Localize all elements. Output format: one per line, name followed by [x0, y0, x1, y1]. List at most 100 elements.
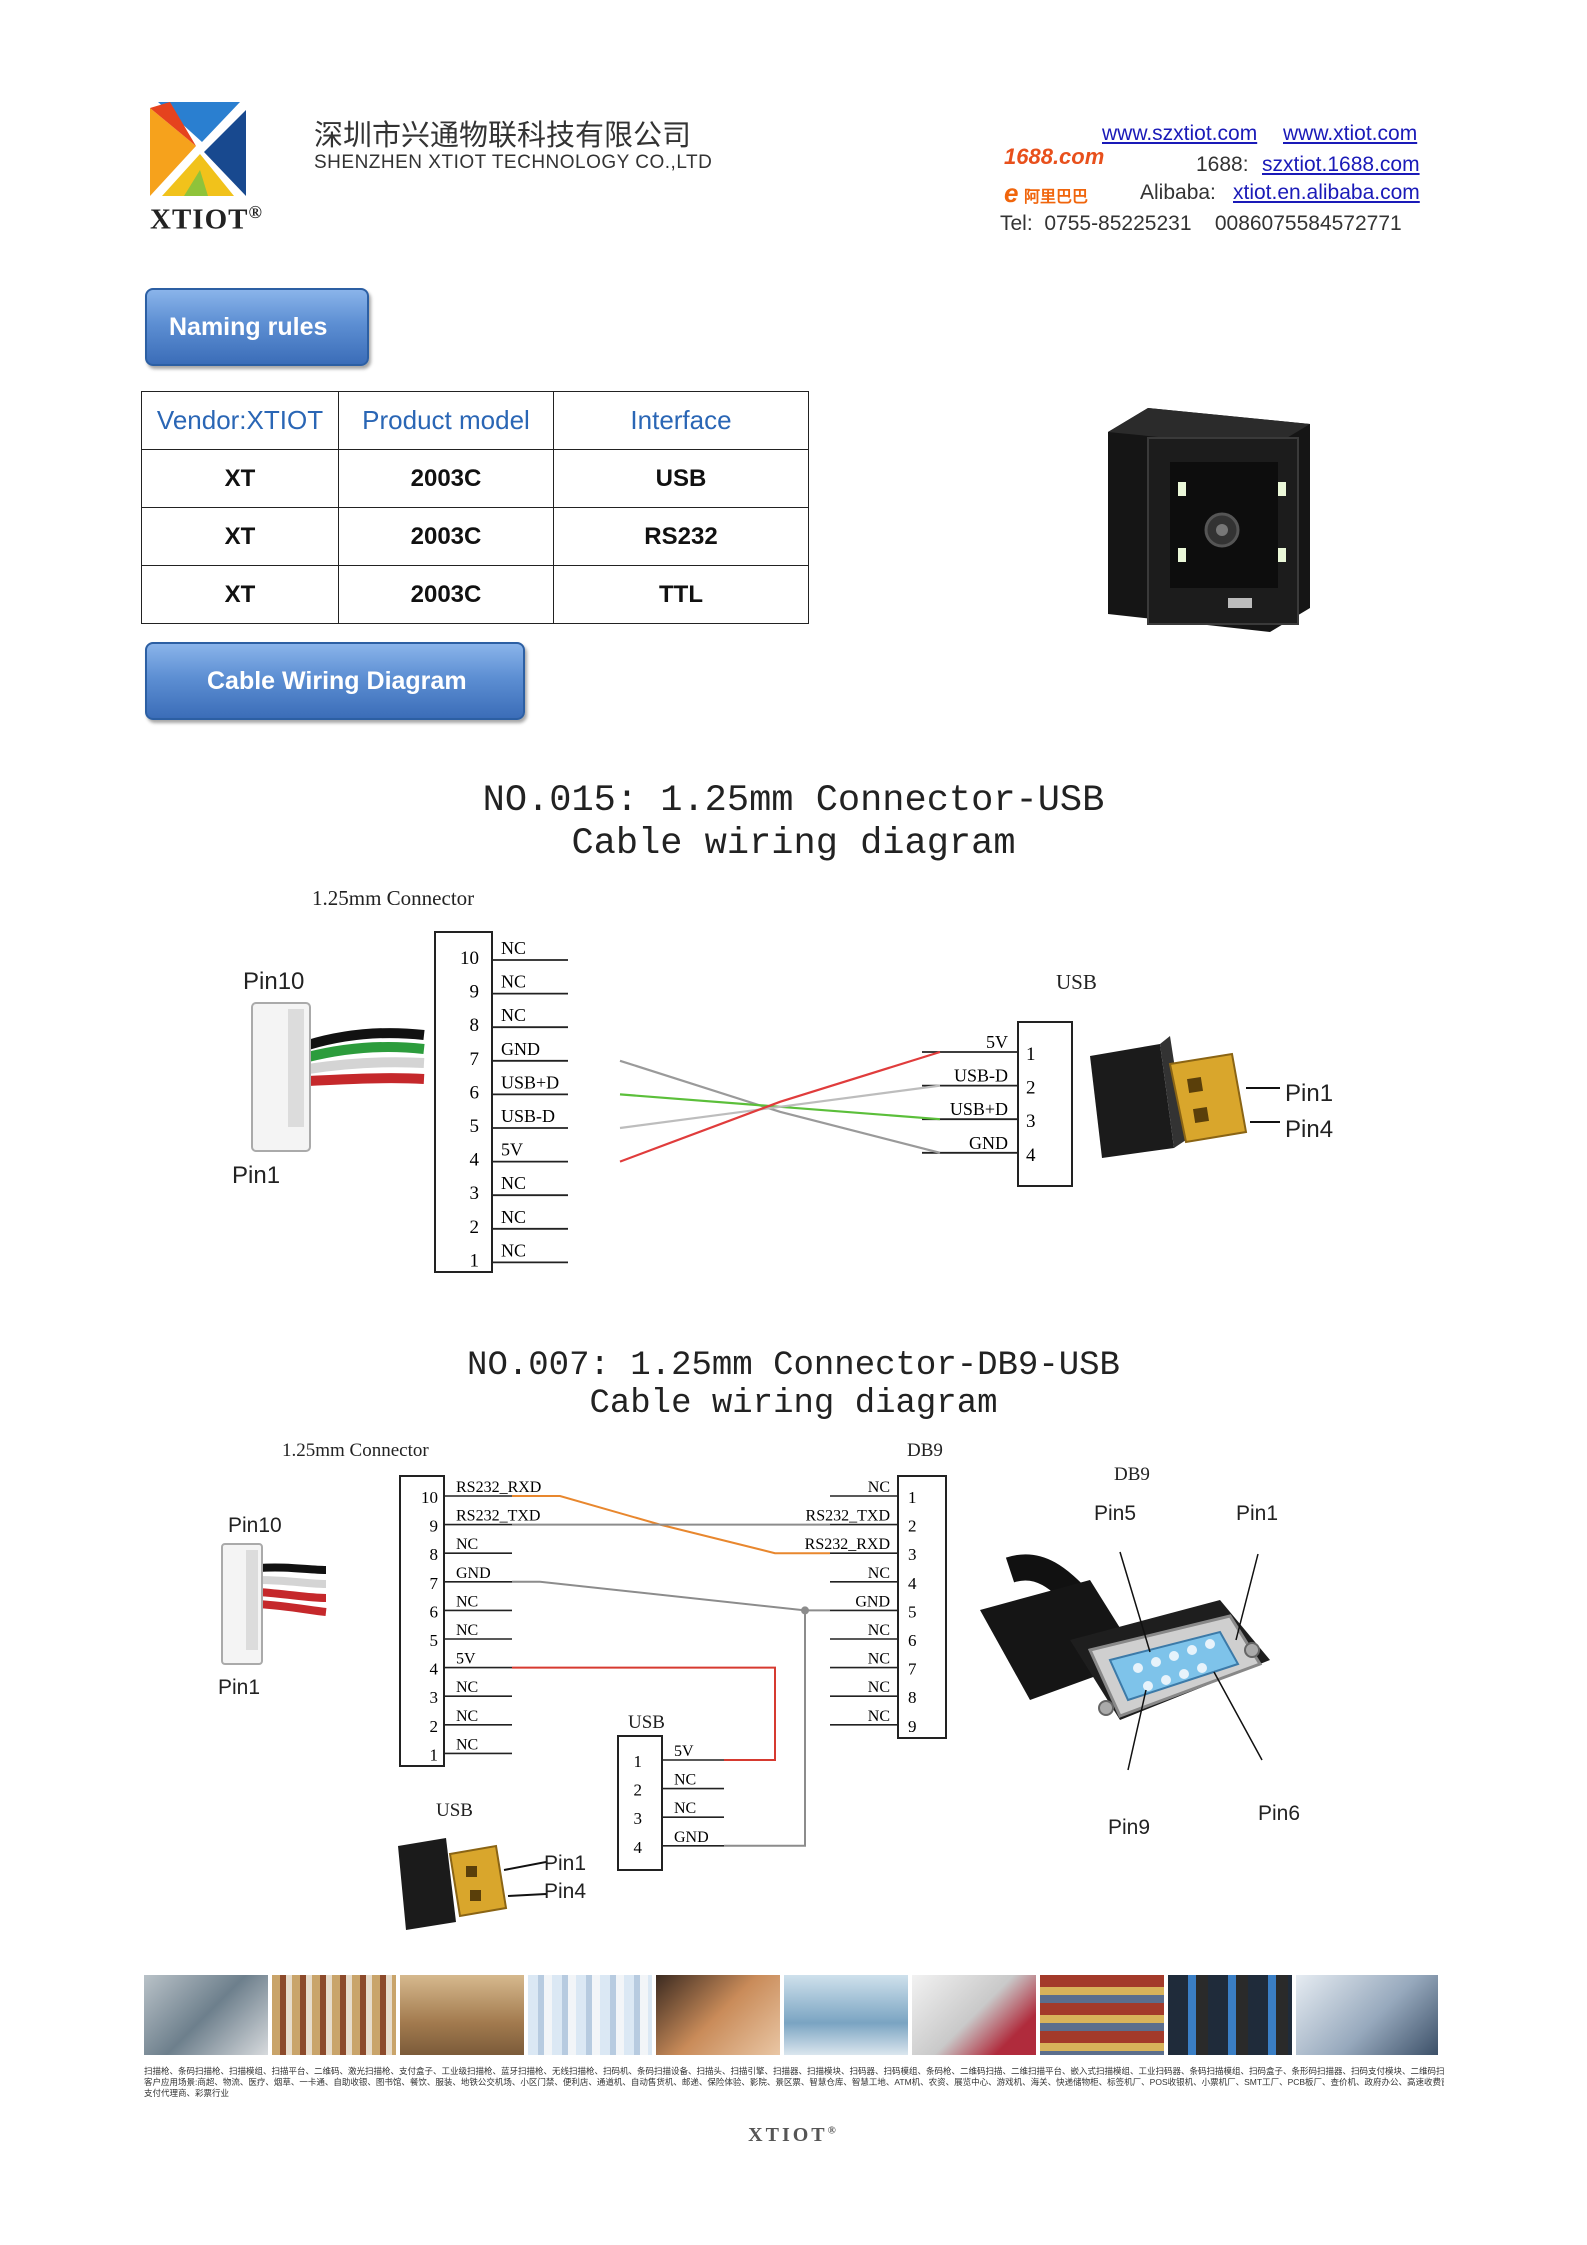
- scene-image: [656, 1975, 780, 2055]
- brand-wordmark: XTIOT®: [150, 202, 263, 237]
- wire-usb-dminus: [619, 1084, 941, 1130]
- cable-wiring-diagram-button[interactable]: Cable Wiring Diagram: [145, 642, 525, 720]
- scene-image: [1296, 1975, 1438, 2055]
- pin-signal: NC: [868, 1479, 890, 1496]
- db9-pin5-label: Pin5: [1094, 1502, 1137, 1525]
- pin-signal: NC: [456, 1708, 478, 1725]
- company-logo: [148, 100, 248, 198]
- pin-signal: NC: [456, 1622, 478, 1639]
- pin-signal: 5V: [501, 1140, 523, 1160]
- wire-gnd: [619, 1059, 941, 1154]
- table-cell: XT: [141, 449, 339, 508]
- diagram2-usb-pin4-label: Pin4: [544, 1880, 587, 1903]
- pin-number: 4: [634, 1838, 643, 1857]
- telephone: Tel: 0755-85225231 0086075584572771: [1000, 212, 1402, 235]
- pin-signal: NC: [456, 1679, 478, 1696]
- pin-number: 4: [1026, 1145, 1036, 1166]
- scene-image: [400, 1975, 524, 2055]
- pin-number: 3: [908, 1545, 917, 1564]
- naming-rules-button[interactable]: Naming rules: [145, 288, 369, 366]
- website-link-xtiot[interactable]: www.xtiot.com: [1283, 122, 1418, 145]
- naming-rules-table: Vendor:XTIOT Product model Interface XT …: [141, 391, 809, 624]
- pin-number: 2: [1026, 1078, 1036, 1099]
- db9-connector-image: [970, 1540, 1280, 1780]
- pin-signal: RS232_TXD: [456, 1508, 540, 1525]
- diagram1-pin10-label: Pin10: [243, 968, 305, 995]
- pin-signal: NC: [501, 972, 526, 992]
- wire-5v: [512, 1666, 776, 1761]
- scene-image: [144, 1975, 268, 2055]
- pin-signal: GND: [501, 1039, 540, 1059]
- pin-signal: NC: [868, 1651, 890, 1668]
- pin-number: 5: [470, 1116, 480, 1137]
- pin-number: 3: [1026, 1111, 1036, 1132]
- diagram2-schematic: 10RS232_RXD9RS232_TXD8NC7GND6NC5NC45V3NC…: [399, 1475, 947, 1871]
- scene-image: [1040, 1975, 1164, 2055]
- pin-number: 1: [634, 1752, 643, 1771]
- company-name-en: SHENZHEN XTIOT TECHNOLOGY CO.,LTD: [314, 152, 713, 173]
- pin-signal: NC: [868, 1708, 890, 1725]
- diagram1-subtitle: Cable wiring diagram: [571, 823, 1016, 865]
- table-cell: XT: [141, 565, 339, 624]
- pin-signal: NC: [501, 1240, 526, 1260]
- scene-image: [272, 1975, 396, 2055]
- pin-number: 5: [430, 1631, 439, 1650]
- pin-number: 7: [908, 1660, 917, 1679]
- table-cell: 2003C: [338, 449, 554, 508]
- scene-image: [1168, 1975, 1292, 2055]
- table-cell: 2003C: [338, 565, 554, 624]
- pin-signal: NC: [456, 1536, 478, 1553]
- diagram1-usb-plug-image: [1090, 1036, 1280, 1160]
- pin-signal: NC: [456, 1736, 478, 1753]
- shop-link-1688[interactable]: szxtiot.1688.com: [1262, 153, 1420, 176]
- pin-number: 4: [430, 1660, 439, 1679]
- pin-signal: NC: [501, 938, 526, 958]
- db9-pin1-label: Pin1: [1236, 1502, 1279, 1525]
- pin-number: 2: [470, 1217, 480, 1238]
- pin-signal: NC: [501, 1173, 526, 1193]
- pin-number: 5: [908, 1602, 917, 1621]
- logo-1688-text: 1688.com: [1004, 144, 1105, 169]
- scene-image: [784, 1975, 908, 2055]
- pin-number: 2: [634, 1781, 643, 1800]
- pin-signal: GND: [855, 1593, 890, 1610]
- diagram2-pin1-label: Pin1: [218, 1676, 261, 1699]
- db9-pin-box: [897, 1475, 947, 1739]
- pin-number: 3: [634, 1809, 643, 1828]
- diagram2-usb-photo-label: USB: [436, 1800, 473, 1821]
- footer-brand: XTIOT®: [0, 2124, 1587, 2147]
- pin-signal: USB-D: [501, 1106, 555, 1126]
- pin-number: 10: [421, 1488, 438, 1507]
- shop-link-alibaba[interactable]: xtiot.en.alibaba.com: [1233, 181, 1420, 204]
- wire-5v: [619, 1050, 941, 1163]
- db9-pin9-label: Pin9: [1108, 1816, 1151, 1839]
- table-header-row: Vendor:XTIOT Product model Interface: [141, 391, 809, 450]
- pin-number: 8: [430, 1545, 439, 1564]
- pin-signal: 5V: [986, 1032, 1008, 1052]
- diagram1-usb-label: USB: [1056, 970, 1097, 994]
- pin-signal: NC: [674, 1772, 696, 1789]
- table-cell: RS232: [553, 507, 809, 566]
- pin-signal: NC: [501, 1005, 526, 1025]
- table-cell: TTL: [553, 565, 809, 624]
- logo-1688-icon: 1688.com: [1004, 144, 1104, 170]
- diagram2-connector-label: 1.25mm Connector: [282, 1440, 429, 1461]
- column-vendor: Vendor:XTIOT: [141, 391, 339, 450]
- table-row: XT 2003C USB: [141, 449, 809, 508]
- diagram2-pin10-label: Pin10: [228, 1514, 282, 1537]
- pin-number: 6: [470, 1082, 480, 1103]
- application-scenes-text: 扫描枪、条码扫描枪、扫描模组、扫描平台、二维码、激光扫描枪、支付盒子、工业级扫描…: [144, 2066, 1444, 2099]
- db9-pin6-label: Pin6: [1258, 1802, 1301, 1825]
- pin-number: 1: [908, 1488, 917, 1507]
- wire-junction: [801, 1606, 809, 1615]
- pin-number: 4: [908, 1574, 917, 1593]
- pin-number: 1: [470, 1250, 480, 1271]
- pin-signal: RS232_RXD: [805, 1536, 890, 1553]
- pin-number: 8: [470, 1015, 480, 1036]
- brand-name: XTIOT: [150, 203, 249, 236]
- table-row: XT 2003C RS232: [141, 507, 809, 566]
- website-link-szxtiot[interactable]: www.szxtiot.com: [1102, 122, 1258, 145]
- scanner-module-image: [1100, 402, 1316, 632]
- pin-number: 1: [430, 1745, 439, 1764]
